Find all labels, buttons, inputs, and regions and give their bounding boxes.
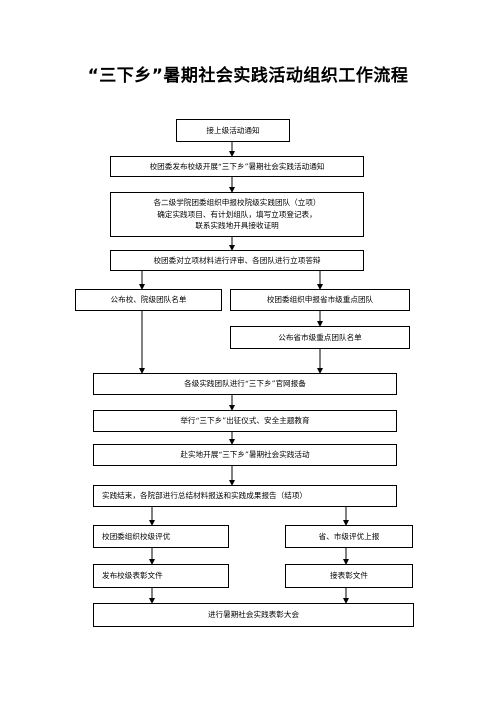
node-provincial-evaluation: 省、市级评优上报: [285, 525, 413, 548]
node-school-notice: 校团委发布校级开展“三下乡”暑期社会实践活动通知: [110, 156, 364, 177]
node-review-defense: 校团委对立项材料进行评审、各团队进行立项答辩: [110, 250, 364, 271]
node-school-commendation: 发布校级表彰文件: [93, 564, 229, 588]
node-online-filing: 各级实践团队进行“三下乡”官网报备: [93, 373, 397, 395]
node-summary-report: 实践结束，各院部进行总结材料报送和实践成果报告（结项）: [93, 485, 397, 507]
node-field-practice: 赴实地开展“三下乡”暑期社会实践活动: [93, 444, 397, 466]
node-apply-teams-line2: 确定实践项目、有计划组队，填写立项登记表，: [157, 209, 317, 219]
page-title: “三下乡”暑期社会实践活动组织工作流程: [87, 66, 409, 86]
node-commendation-meeting: 进行暑期社会实践表彰大会: [93, 603, 414, 627]
node-apply-teams: 各二级学院团委组织申报校院级实践团队（立项） 确定实践项目、有计划组队，填写立项…: [110, 192, 364, 237]
node-ceremony: 举行“三下乡”出征仪式、安全主题教育: [93, 410, 397, 432]
node-publish-key-teams: 公布省市级重点团队名单: [230, 326, 410, 349]
node-receive-notice: 接上级活动通知: [176, 119, 290, 142]
node-apply-key-teams: 校团委组织申报省市级重点团队: [230, 289, 410, 311]
node-apply-teams-line3: 联系实践地开具接收证明: [195, 221, 279, 231]
node-school-evaluation: 校团委组织校级评优: [93, 525, 229, 548]
node-receive-commendation: 接表彰文件: [285, 564, 413, 588]
node-apply-teams-line1: 各二级学院团委组织申报校院级实践团队（立项）: [153, 197, 321, 207]
node-publish-school-teams: 公布校、院级团队名单: [75, 289, 222, 311]
